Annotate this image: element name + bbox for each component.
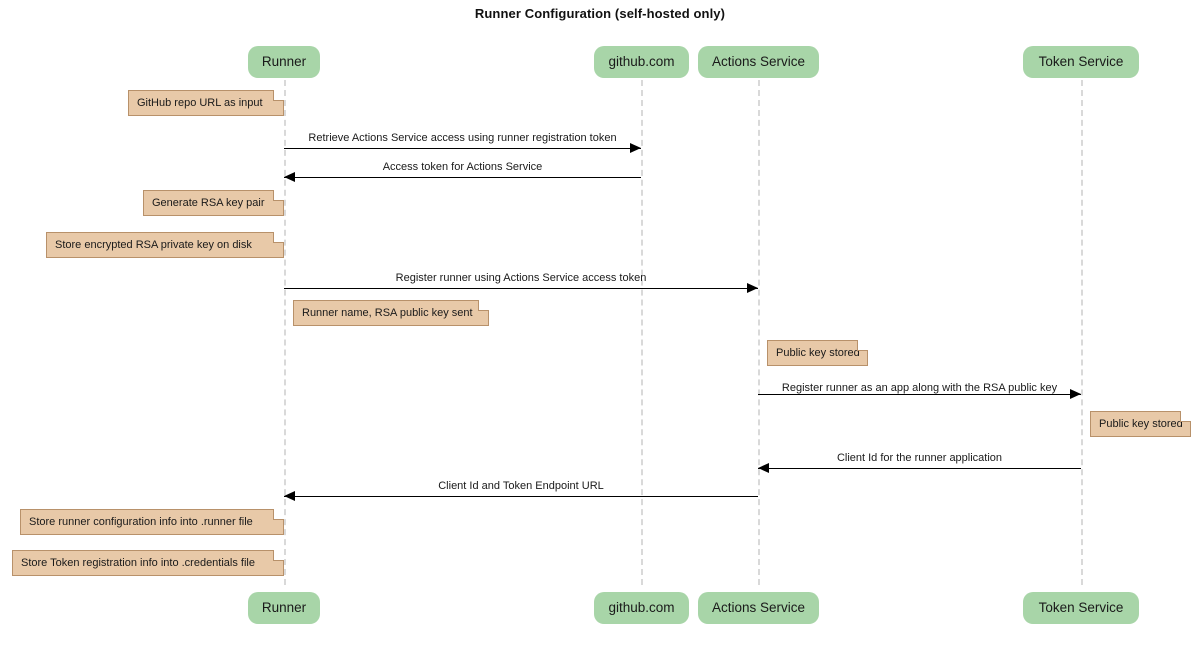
participant-actions-service-top[interactable]: Actions Service: [698, 46, 819, 78]
note-text: Public key stored: [776, 347, 860, 359]
note-fold-icon: [273, 232, 284, 243]
arrowhead-right-icon: [1070, 389, 1081, 399]
arrowhead-right-icon: [630, 143, 641, 153]
participant-github-top[interactable]: github.com: [594, 46, 689, 78]
participant-token-service-top[interactable]: Token Service: [1023, 46, 1139, 78]
msg-register-app-label: Register runner as an app along with the…: [781, 382, 1058, 394]
note-text: Store Token registration info into .cred…: [21, 557, 255, 569]
diagram-title: Runner Configuration (self-hosted only): [474, 6, 726, 21]
note-text: Store runner configuration info into .ru…: [29, 516, 253, 528]
arrowhead-left-icon: [758, 463, 769, 473]
participant-actions-service-bottom[interactable]: Actions Service: [698, 592, 819, 624]
msg-register-app-line: [758, 394, 1081, 395]
note-fold-icon: [273, 190, 284, 201]
msg-client-id-endpoint-line: [284, 496, 758, 497]
lifeline-actions-service: [758, 80, 760, 585]
note-fold-icon: [478, 300, 489, 311]
msg-access-token-line: [284, 177, 641, 178]
participant-runner-top[interactable]: Runner: [248, 46, 320, 78]
note-fold-icon: [273, 509, 284, 520]
arrowhead-right-icon: [747, 283, 758, 293]
arrowhead-left-icon: [284, 491, 295, 501]
note-store-private-key: Store encrypted RSA private key on disk: [46, 232, 284, 258]
note-public-key-stored-token: Public key stored: [1090, 411, 1191, 437]
lifeline-github: [641, 80, 643, 585]
note-public-key-stored-actions: Public key stored: [767, 340, 868, 366]
arrowhead-left-icon: [284, 172, 295, 182]
participant-token-service-bottom[interactable]: Token Service: [1023, 592, 1139, 624]
msg-client-id-label: Client Id for the runner application: [836, 452, 1003, 464]
note-generate-rsa: Generate RSA key pair: [143, 190, 284, 216]
note-fold-icon: [1180, 411, 1191, 422]
note-store-token-registration: Store Token registration info into .cred…: [12, 550, 284, 576]
note-fold-icon: [273, 550, 284, 561]
participant-github-bottom[interactable]: github.com: [594, 592, 689, 624]
lifeline-token-service: [1081, 80, 1083, 585]
msg-retrieve-access-line: [284, 148, 641, 149]
note-runner-name-public-key: Runner name, RSA public key sent: [293, 300, 489, 326]
note-text: Runner name, RSA public key sent: [302, 307, 473, 319]
note-text: Public key stored: [1099, 418, 1183, 430]
msg-client-id-endpoint-label: Client Id and Token Endpoint URL: [438, 480, 604, 492]
participant-runner-bottom[interactable]: Runner: [248, 592, 320, 624]
note-github-repo-url: GitHub repo URL as input: [128, 90, 284, 116]
note-fold-icon: [857, 340, 868, 351]
note-text: GitHub repo URL as input: [137, 97, 263, 109]
msg-access-token-label: Access token for Actions Service: [382, 161, 543, 173]
lifeline-runner: [284, 80, 286, 585]
note-text: Store encrypted RSA private key on disk: [55, 239, 252, 251]
note-store-runner-config: Store runner configuration info into .ru…: [20, 509, 284, 535]
msg-client-id-line: [758, 468, 1081, 469]
note-fold-icon: [273, 90, 284, 101]
msg-retrieve-access-label: Retrieve Actions Service access using ru…: [308, 132, 617, 144]
msg-register-runner-label: Register runner using Actions Service ac…: [395, 272, 647, 284]
note-text: Generate RSA key pair: [152, 197, 265, 209]
msg-register-runner-line: [284, 288, 758, 289]
